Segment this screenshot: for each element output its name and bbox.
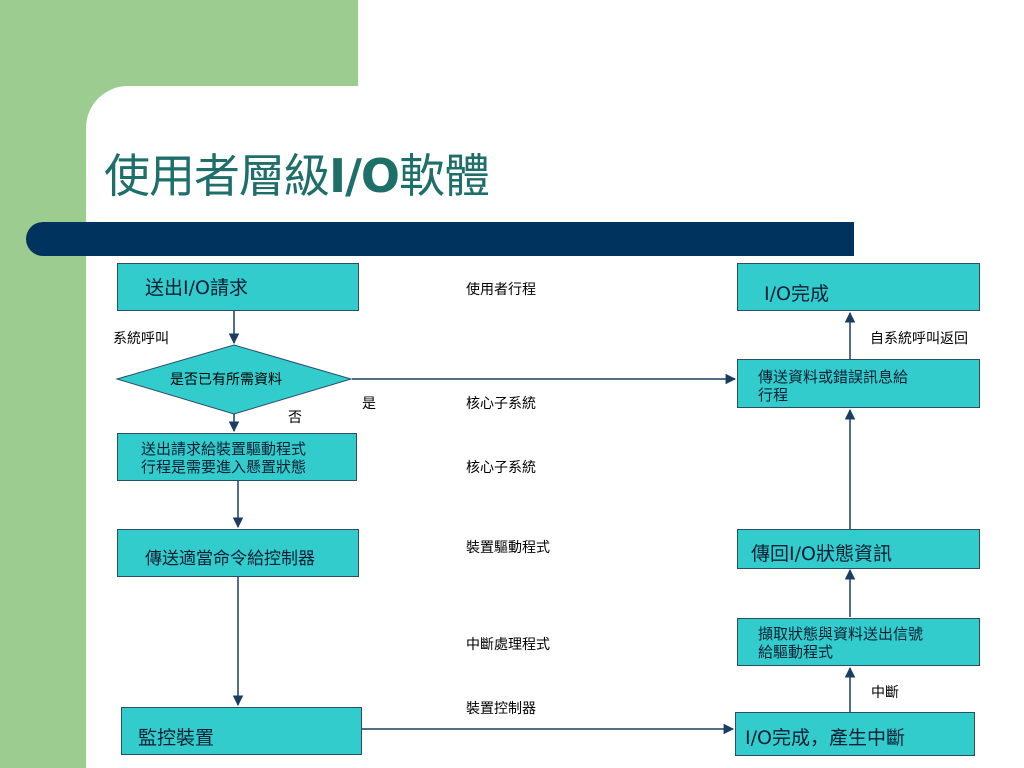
box-fetch-status-line1: 擷取狀態與資料送出信號 bbox=[758, 625, 924, 643]
label-yes: 是 bbox=[362, 396, 376, 412]
decision-diamond bbox=[115, 344, 353, 415]
box-monitor-device-label: 監控裝置 bbox=[138, 727, 215, 749]
box-transfer-data: 傳送資料或錯誤訊息給 行程 bbox=[737, 359, 980, 408]
box-send-to-driver-line1: 送出請求給裝置驅動程式 bbox=[141, 440, 307, 458]
box-send-io-request-label: 送出I/O請求 bbox=[145, 277, 248, 299]
box-transfer-data-line1: 傳送資料或錯誤訊息給 bbox=[758, 368, 909, 386]
box-return-status-label: 傳回I/O狀態資訊 bbox=[751, 543, 892, 565]
box-fetch-status: 擷取狀態與資料送出信號 給驅動程式 bbox=[737, 618, 980, 666]
layer-kernel-subsystem-1: 核心子系統 bbox=[466, 396, 536, 412]
label-no: 否 bbox=[288, 410, 302, 426]
title-underline-bar bbox=[26, 222, 854, 256]
box-io-complete: I/O完成 bbox=[737, 263, 980, 311]
box-send-to-driver-line2: 行程是需要進入懸置狀態 bbox=[141, 458, 307, 476]
box-fetch-status-line2: 給驅動程式 bbox=[758, 643, 834, 661]
label-interrupt: 中斷 bbox=[871, 685, 899, 701]
decision-label: 是否已有所需資料 bbox=[170, 372, 282, 388]
layer-user-process: 使用者行程 bbox=[466, 282, 536, 298]
layer-device-driver: 裝置驅動程式 bbox=[466, 540, 550, 556]
slide-title: 使用者層級I/O軟體 bbox=[104, 149, 490, 203]
top-white-strip bbox=[358, 0, 1024, 86]
box-send-command-label: 傳送適當命令給控制器 bbox=[145, 549, 315, 569]
box-io-done-interrupt-label: I/O完成，產生中斷 bbox=[745, 727, 905, 749]
box-return-status: 傳回I/O狀態資訊 bbox=[737, 529, 980, 569]
label-system-call: 系統呼叫 bbox=[113, 331, 169, 347]
box-send-command: 傳送適當命令給控制器 bbox=[117, 529, 359, 577]
layer-device-controller: 裝置控制器 bbox=[466, 701, 536, 717]
box-transfer-data-line2: 行程 bbox=[758, 386, 789, 404]
box-monitor-device: 監控裝置 bbox=[121, 707, 362, 755]
box-send-to-driver: 送出請求給裝置驅動程式 行程是需要進入懸置狀態 bbox=[117, 433, 357, 481]
label-return-from-call: 自系統呼叫返回 bbox=[870, 331, 968, 347]
box-io-complete-label: I/O完成 bbox=[764, 283, 829, 305]
layer-interrupt-handler: 中斷處理程式 bbox=[466, 637, 550, 653]
box-send-io-request: 送出I/O請求 bbox=[117, 263, 359, 311]
layer-kernel-subsystem-2: 核心子系統 bbox=[466, 460, 536, 476]
title-underline-bar-end bbox=[846, 222, 854, 256]
box-io-done-interrupt: I/O完成，產生中斷 bbox=[735, 712, 975, 756]
